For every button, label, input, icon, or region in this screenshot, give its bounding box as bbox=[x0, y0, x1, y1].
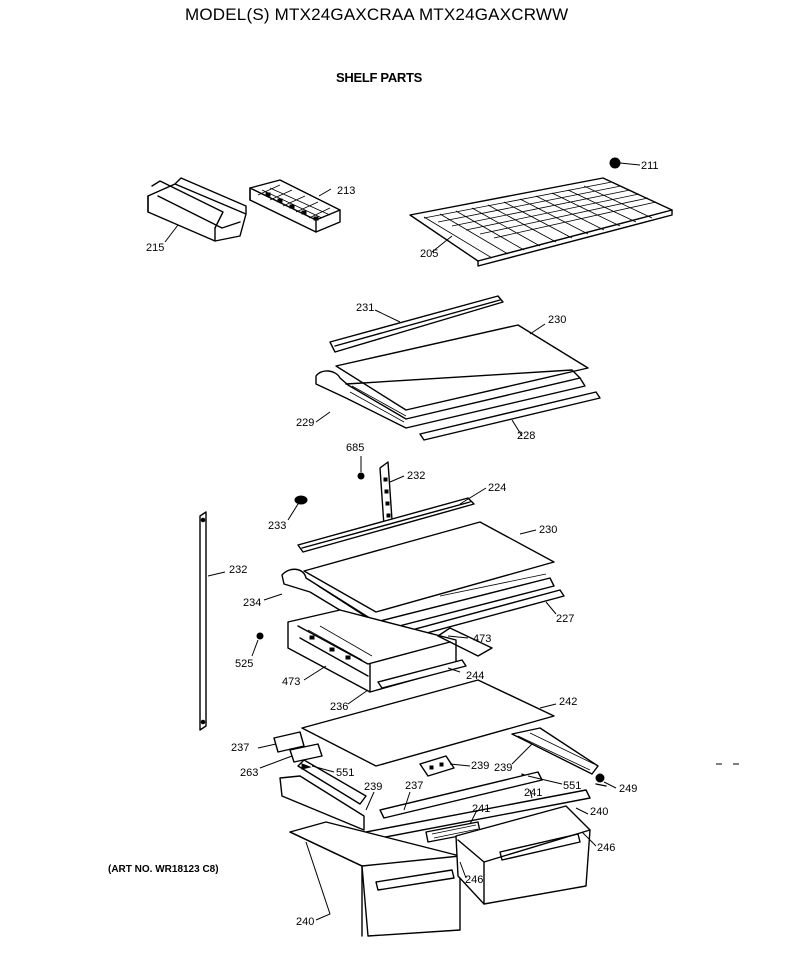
callout-230-top: 230 bbox=[548, 314, 566, 326]
callout-685: 685 bbox=[346, 442, 364, 454]
callout-240-right: 240 bbox=[590, 806, 608, 818]
part-211-stud bbox=[609, 157, 641, 169]
part-232-side-bar bbox=[199, 511, 207, 731]
callout-213: 213 bbox=[337, 185, 355, 197]
part-224-front-rail bbox=[297, 497, 475, 553]
part-drawer-bracket bbox=[279, 759, 367, 831]
callout-228: 228 bbox=[517, 430, 535, 442]
callout-249: 249 bbox=[619, 783, 637, 795]
callout-231: 231 bbox=[356, 302, 374, 314]
part-240-crisper-drawer-left bbox=[289, 821, 461, 937]
callout-241-center: 241 bbox=[472, 803, 490, 815]
callout-551-left: 551 bbox=[336, 767, 354, 779]
part-242-cover-glass bbox=[301, 679, 555, 767]
part-244-bar bbox=[377, 659, 467, 689]
part-232-bracket bbox=[379, 461, 393, 527]
callout-215: 215 bbox=[146, 242, 164, 254]
callout-237-center: 237 bbox=[405, 780, 423, 792]
part-233-cap bbox=[294, 495, 308, 505]
part-231-front-rail bbox=[329, 295, 504, 353]
callout-233: 233 bbox=[268, 520, 286, 532]
callout-241-right: 241 bbox=[524, 787, 542, 799]
callout-234: 234 bbox=[243, 597, 261, 609]
callout-244: 244 bbox=[466, 670, 484, 682]
callout-232-side: 232 bbox=[229, 564, 247, 576]
part-239-slide-rail bbox=[511, 727, 607, 787]
callout-229: 229 bbox=[296, 417, 314, 429]
callout-205: 205 bbox=[420, 248, 438, 260]
callout-239-center: 239 bbox=[471, 760, 489, 772]
callout-239-right: 239 bbox=[494, 762, 512, 774]
art-number: (ART NO. WR18123 C8) bbox=[108, 864, 219, 875]
part-237-support bbox=[273, 731, 323, 763]
callout-236: 236 bbox=[330, 701, 348, 713]
callout-246-right: 246 bbox=[597, 842, 615, 854]
callout-labels: 211 213 215 205 231 230 229 228 685 232 … bbox=[146, 160, 659, 928]
part-240-crisper-drawer-right bbox=[455, 805, 591, 905]
part-239-clip bbox=[419, 755, 455, 777]
part-228-rear-rail bbox=[419, 391, 601, 441]
part-237-crossbar bbox=[379, 771, 543, 819]
part-229-shelf-frame bbox=[315, 369, 586, 429]
callout-551-right: 551 bbox=[563, 780, 581, 792]
callout-227: 227 bbox=[556, 613, 574, 625]
callout-230-mid: 230 bbox=[539, 524, 557, 536]
callout-473-left: 473 bbox=[282, 676, 300, 688]
callout-525: 525 bbox=[235, 658, 253, 670]
callout-211: 211 bbox=[641, 160, 659, 172]
callout-263: 263 bbox=[240, 767, 258, 779]
callout-224: 224 bbox=[488, 482, 506, 494]
section-title: SHELF PARTS bbox=[336, 70, 423, 85]
callout-473-right: 473 bbox=[473, 633, 491, 645]
part-230-glass-shelf-2 bbox=[303, 521, 555, 613]
callout-239-left: 239 bbox=[364, 781, 382, 793]
part-685-screw bbox=[357, 472, 365, 480]
part-525-screw bbox=[256, 632, 264, 640]
callout-246-center: 246 bbox=[465, 874, 483, 886]
callout-232-center: 232 bbox=[407, 470, 425, 482]
part-205-wire-shelf bbox=[409, 177, 673, 267]
part-215-door-bin bbox=[147, 177, 247, 242]
part-230-glass-shelf bbox=[335, 324, 589, 411]
callout-237-left: 237 bbox=[231, 742, 249, 754]
callout-242: 242 bbox=[559, 696, 577, 708]
leader-lines bbox=[164, 188, 617, 921]
callout-240-left: 240 bbox=[296, 916, 314, 928]
model-title: MODEL(S) MTX24GAXCRAA MTX24GAXCRWW bbox=[185, 5, 569, 24]
part-213-egg-tray bbox=[249, 179, 341, 233]
